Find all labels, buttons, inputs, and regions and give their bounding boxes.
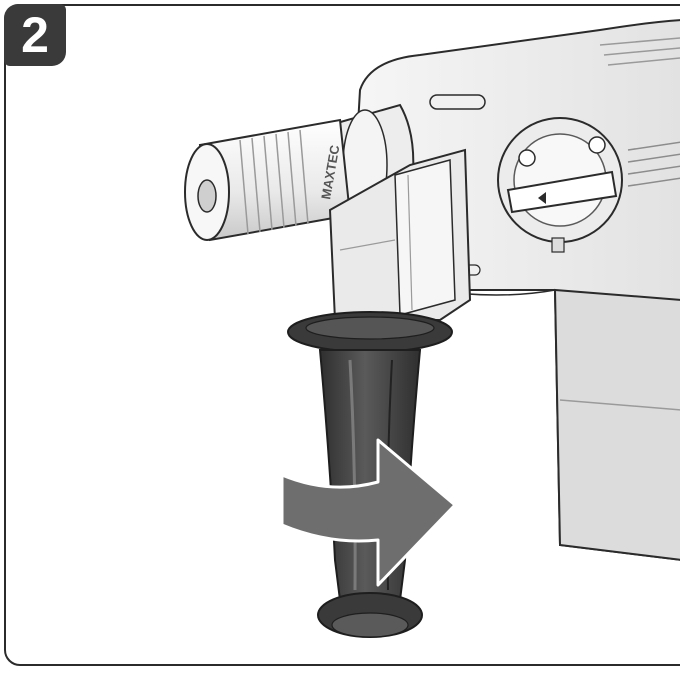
step-number-badge: 2 — [4, 4, 66, 66]
mode-selector-dial — [497, 117, 623, 253]
drill-chuck: MAXTEC — [184, 118, 352, 242]
rotate-arrow-icon — [280, 438, 457, 587]
handle-guard — [287, 311, 453, 353]
side-handle-clamp — [328, 148, 472, 321]
